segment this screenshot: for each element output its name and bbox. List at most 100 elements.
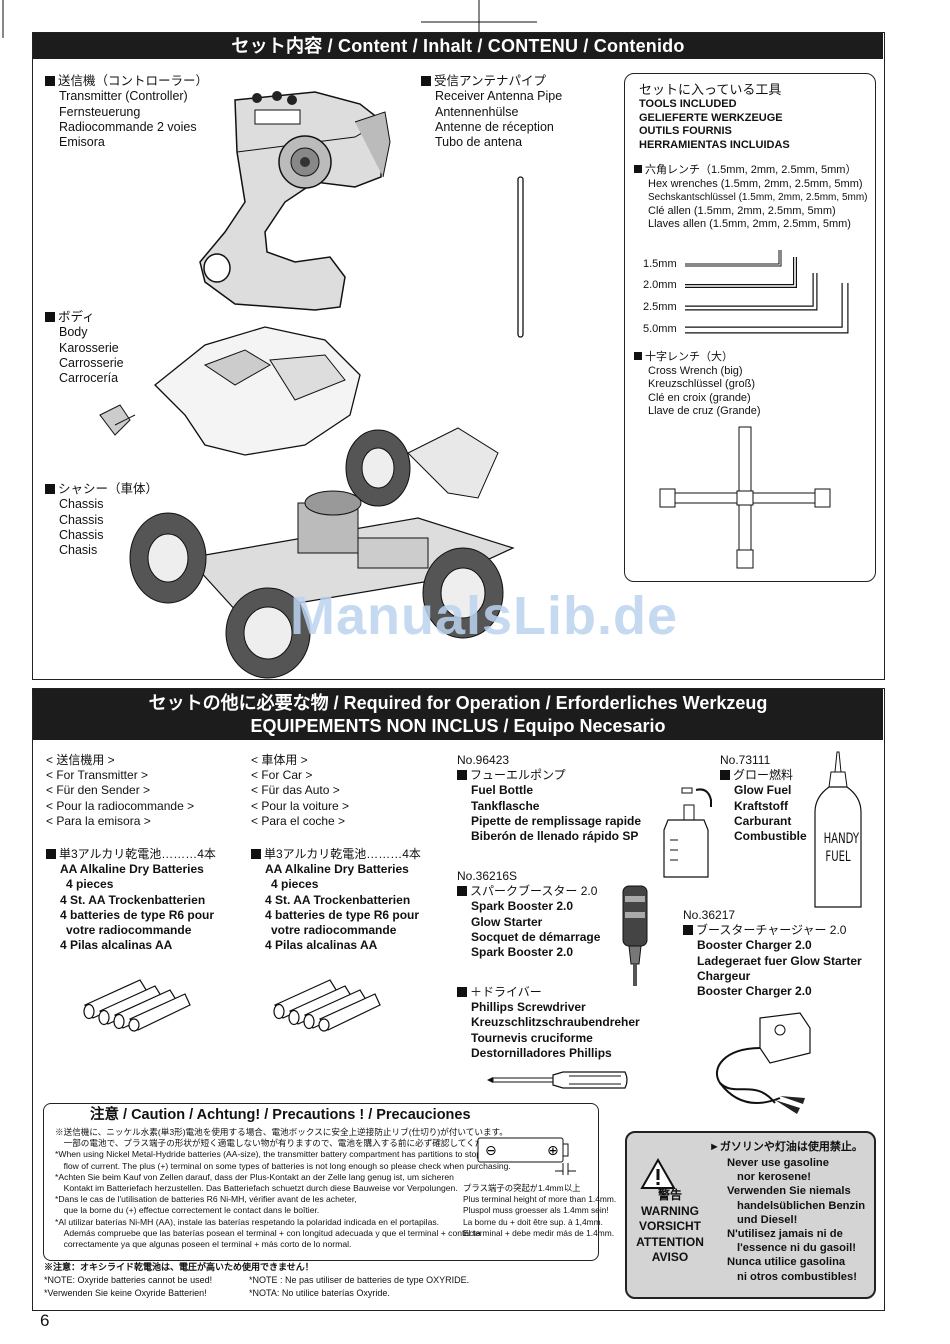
- warning-text: Never use gasoline nor kerosene! Verwend…: [727, 1156, 865, 1284]
- oxyride-heading: ※注意：オキシライド乾電池は、電圧が高いため使用できません！: [44, 1262, 314, 1272]
- spark-booster-line: Glow Starter: [471, 914, 543, 929]
- warning-label: ATTENTION: [636, 1234, 704, 1249]
- oxyride-note: *Verwenden Sie keine Oxyride Batterien!: [44, 1287, 207, 1298]
- hex-heading: 六角レンチ（1.5mm, 2mm, 2.5mm, 5mm）: [645, 164, 857, 176]
- cross-heading: 十字レンチ（大）: [645, 351, 733, 363]
- booster-charger-heading: ブースターチャージャー 2.0: [696, 923, 847, 938]
- bullet-square-icon: [251, 849, 261, 859]
- transmitter-line: Radiocommande 2 voies: [59, 119, 197, 134]
- caution-line: flow of current. The plus (+) terminal o…: [55, 1160, 511, 1171]
- glow-fuel-line: Carburant: [734, 813, 792, 828]
- bullet-square-icon: [45, 484, 55, 494]
- bullet-square-icon: [421, 76, 431, 86]
- batteries-line: AA Alkaline Dry Batteries: [60, 862, 204, 877]
- transmitter-heading: 送信機（コントローラー）: [58, 74, 209, 88]
- content-frame: [32, 32, 885, 680]
- antenna-pipe-illustration: [517, 176, 524, 338]
- transmitter-line: Transmitter (Controller): [59, 89, 188, 104]
- body-line: Karosserie: [59, 340, 119, 355]
- fuel-bottle-line: Pipette de remplissage rapide: [471, 813, 642, 828]
- transmitter-line: Fernsteuerung: [59, 104, 141, 119]
- body-label: ボディ Body Karosserie Carrosserie Carrocer…: [45, 310, 124, 386]
- for-car-list: < 車体用 > < For Car > < Für das Auto > < P…: [251, 753, 349, 829]
- tools-line: HERRAMIENTAS INCLUIDAS: [639, 138, 790, 151]
- screwdriver-line: Phillips Screwdriver: [471, 1000, 586, 1015]
- warning-line: N'utilisez jamais ni de: [727, 1228, 843, 1241]
- fuel-bottle-line: Fuel Bottle: [471, 783, 533, 798]
- tools-header: セットに入っている工具 TOOLS INCLUDED GELIEFERTE WE…: [639, 82, 790, 152]
- required-frame: [32, 688, 885, 1311]
- for-car-line: < Pour la voiture >: [251, 798, 350, 813]
- bullet-square-icon: [45, 312, 55, 322]
- screwdriver-heading: ＋ドライバー: [470, 985, 542, 999]
- warning-line: Never use gasoline: [727, 1157, 829, 1169]
- bullet-square-icon: [683, 925, 693, 936]
- bullet-square-icon: [720, 770, 730, 781]
- bullet-square-icon: [45, 76, 55, 86]
- bullet-square-icon: [457, 987, 467, 997]
- warning-triangle-icon: [640, 1157, 676, 1189]
- batteries-heading: 単3アルカリ乾電池………4本: [59, 847, 216, 861]
- for-transmitter-line: < 送信機用 >: [46, 753, 115, 767]
- required-title-line2: EQUIPEMENTS NON INCLUS / Equipo Necesari…: [250, 716, 666, 736]
- glow-fuel-label-line1: HANDY: [823, 831, 859, 847]
- for-car-line: < 車体用 >: [251, 753, 308, 767]
- crop-marks: [2, 0, 537, 38]
- glow-fuel-label: HANDY FUEL: [823, 830, 859, 866]
- body-shell-illustration: [99, 326, 361, 456]
- hex-size-1: 1.5mm: [643, 258, 677, 270]
- antenna-line: Antenne de réception: [435, 119, 554, 134]
- spark-booster-line: Spark Booster 2.0: [471, 945, 574, 960]
- caution-line: Además compruebe que las baterías posean…: [55, 1227, 481, 1238]
- hex-size-4: 5.0mm: [643, 323, 677, 335]
- oxyride-notes-left: *NOTE: Oxyride batteries cannot be used!…: [44, 1274, 212, 1299]
- cross-wrench-illustration: [659, 426, 831, 569]
- warning-label: WARNING: [641, 1203, 699, 1218]
- warning-labels: 警告 WARNING VORSICHT ATTENTION AVISO: [628, 1188, 712, 1266]
- fuel-bottle-line: Tankflasche: [471, 798, 540, 813]
- batteries-illustration: [273, 979, 381, 1032]
- hex-line: Llaves allen (1.5mm, 2mm, 2.5mm, 5mm): [648, 218, 851, 231]
- batteries-line: votre radiocommande: [271, 923, 397, 938]
- cross-line: Clé en croix (grande): [648, 391, 751, 404]
- booster-charger-number: No.36217: [683, 908, 736, 922]
- hex-wrenches-illustration: [685, 250, 849, 334]
- bullet-square-icon: [634, 352, 642, 360]
- svg-text:⊖: ⊖: [485, 1143, 497, 1159]
- chassis-line: Chassis: [59, 527, 104, 542]
- hex-wrench-label: 六角レンチ（1.5mm, 2mm, 2.5mm, 5mm） Hex wrench…: [634, 164, 868, 232]
- hex-line: Hex wrenches (1.5mm, 2mm, 2.5mm, 5mm): [648, 177, 863, 190]
- svg-text:⊕: ⊕: [547, 1143, 559, 1159]
- caution-line: *Al utilizar baterías Ni-MH (AA), instal…: [55, 1216, 440, 1227]
- spark-booster-number: No.36216S: [457, 869, 518, 883]
- pointer-arrow-icon: ►: [709, 1141, 720, 1153]
- chassis-heading: シャシー（車体）: [58, 482, 159, 496]
- warning-box: [625, 1131, 876, 1299]
- for-transmitter-line: < For Transmitter >: [46, 768, 149, 783]
- screwdriver-line: Destornilladores Phillips: [471, 1045, 612, 1060]
- transmitter-label: 送信機（コントローラー） Transmitter (Controller) Fe…: [45, 74, 208, 150]
- body-line: Body: [59, 325, 88, 340]
- chassis-line: Chassis: [59, 497, 104, 512]
- caution-title: 注意 / Caution / Achtung! / Precautions ! …: [90, 1107, 471, 1123]
- terminal-note-line: Plus terminal height of more than 1.4mm.: [463, 1194, 617, 1205]
- batteries-line: 4 pieces: [66, 877, 114, 892]
- caution-line: Kontakt im Batteriefach herzustellen. Da…: [55, 1183, 458, 1194]
- warning-line: l'essence ni du gasoil!: [737, 1242, 856, 1255]
- glow-fuel-bottle-illustration: [814, 751, 862, 908]
- booster-charger-text: No.36217 ブースターチャージャー 2.0 Booster Charger…: [683, 908, 862, 999]
- booster-charger-line: Chargeur: [697, 968, 751, 983]
- for-car-line: < Für das Auto >: [251, 783, 340, 798]
- tools-heading: セットに入っている工具: [639, 82, 782, 97]
- batteries-line: 4 St. AA Trockenbatterien: [265, 892, 411, 907]
- warning-label: 警告: [657, 1188, 682, 1202]
- caution-text: ※送信機に、ニッケル水素(単3形)電池を使用する場合、電池ボックスに安全上逆接防…: [55, 1127, 512, 1250]
- batteries-line: 4 batteries de type R6 pour: [60, 907, 215, 922]
- watermark: ManualsLib.de: [290, 586, 679, 646]
- terminal-note-line: La borne du + doit être sup. à 1,4mm.: [463, 1216, 603, 1227]
- caution-line: ※送信機に、ニッケル水素(単3形)電池を使用する場合、電池ボックスに安全上逆接防…: [55, 1127, 508, 1137]
- transmitter-line: Emisora: [59, 135, 105, 150]
- batteries-line: 4 St. AA Trockenbatterien: [60, 892, 206, 907]
- required-title-line1: セットの他に必要な物 / Required for Operation / Er…: [148, 693, 768, 713]
- hex-line: Clé allen (1.5mm, 2mm, 2.5mm, 5mm): [648, 204, 836, 217]
